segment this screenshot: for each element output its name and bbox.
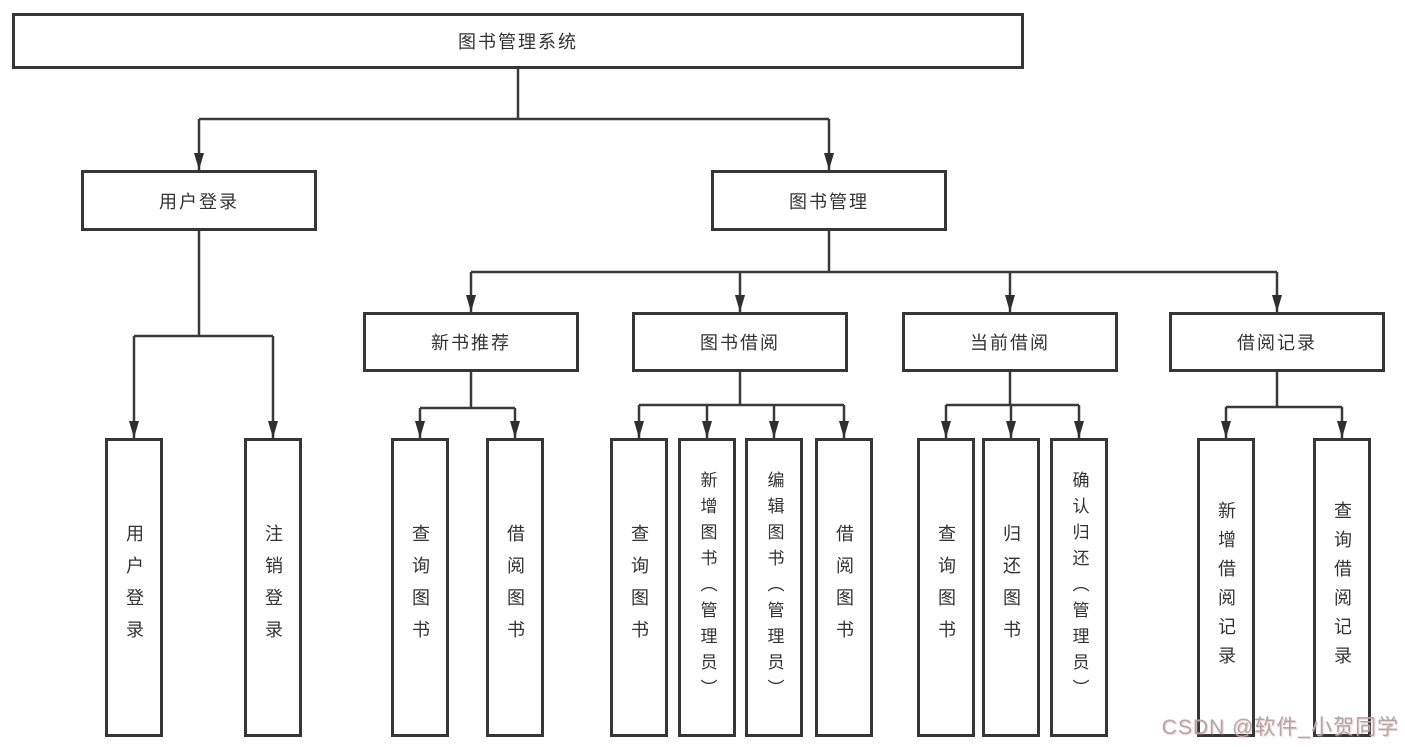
node-new-book-recommend: 新书推荐 bbox=[363, 312, 579, 372]
node-book-borrow-label: 图书借阅 bbox=[700, 333, 780, 353]
arrowhead-icons bbox=[129, 153, 1347, 438]
csdn-watermark: CSDN @软件_小贺同学 bbox=[1161, 716, 1399, 739]
leaf-query-books-3-label: 查询图书 bbox=[936, 523, 956, 652]
node-current-borrow-label: 当前借阅 bbox=[970, 333, 1050, 353]
leaf-add-borrow-record: 新增借阅记录 bbox=[1197, 438, 1255, 737]
node-borrow-record-label: 借阅记录 bbox=[1237, 333, 1317, 353]
leaf-borrow-books-1: 借阅图书 bbox=[486, 438, 544, 737]
leaf-query-books-2-label: 查询图书 bbox=[629, 523, 649, 652]
leaf-borrow-books-2-label: 借阅图书 bbox=[834, 523, 854, 652]
leaf-add-book-admin-label: 新增图书（管理员） bbox=[697, 470, 717, 705]
leaf-query-books-3: 查询图书 bbox=[917, 438, 975, 737]
leaf-query-borrow-record: 查询借阅记录 bbox=[1313, 438, 1371, 737]
leaf-borrow-books-1-label: 借阅图书 bbox=[505, 523, 525, 652]
leaf-edit-book-admin: 编辑图书（管理员） bbox=[745, 438, 803, 737]
leaf-query-books-1: 查询图书 bbox=[391, 438, 449, 737]
leaf-query-borrow-record-label: 查询借阅记录 bbox=[1332, 500, 1352, 675]
leaf-return-books: 归还图书 bbox=[982, 438, 1040, 737]
node-borrow-record: 借阅记录 bbox=[1169, 312, 1385, 372]
tree-edges bbox=[132, 69, 1344, 438]
node-user-login: 用户登录 bbox=[81, 170, 317, 231]
node-root-label: 图书管理系统 bbox=[458, 32, 578, 52]
leaf-borrow-books-2: 借阅图书 bbox=[815, 438, 873, 737]
leaf-confirm-return-admin: 确认归还（管理员） bbox=[1050, 438, 1108, 737]
node-new-book-recommend-label: 新书推荐 bbox=[431, 333, 511, 353]
leaf-edit-book-admin-label: 编辑图书（管理员） bbox=[764, 470, 784, 705]
leaf-query-books-2: 查询图书 bbox=[610, 438, 668, 737]
leaf-query-books-1-label: 查询图书 bbox=[410, 523, 430, 652]
node-current-borrow: 当前借阅 bbox=[902, 312, 1118, 372]
node-book-borrow: 图书借阅 bbox=[632, 312, 848, 372]
leaf-logout-label: 注销登录 bbox=[263, 523, 283, 652]
leaf-user-login: 用户登录 bbox=[105, 438, 163, 737]
leaf-add-borrow-record-label: 新增借阅记录 bbox=[1216, 500, 1236, 675]
leaf-logout: 注销登录 bbox=[244, 438, 302, 737]
leaf-confirm-return-admin-label: 确认归还（管理员） bbox=[1069, 470, 1089, 705]
node-user-login-label: 用户登录 bbox=[159, 191, 239, 212]
node-root: 图书管理系统 bbox=[12, 13, 1024, 69]
leaf-user-login-label: 用户登录 bbox=[124, 523, 144, 652]
leaf-add-book-admin: 新增图书（管理员） bbox=[678, 438, 736, 737]
node-book-management: 图书管理 bbox=[711, 170, 947, 231]
node-book-management-label: 图书管理 bbox=[789, 191, 869, 212]
leaf-return-books-label: 归还图书 bbox=[1001, 523, 1021, 652]
